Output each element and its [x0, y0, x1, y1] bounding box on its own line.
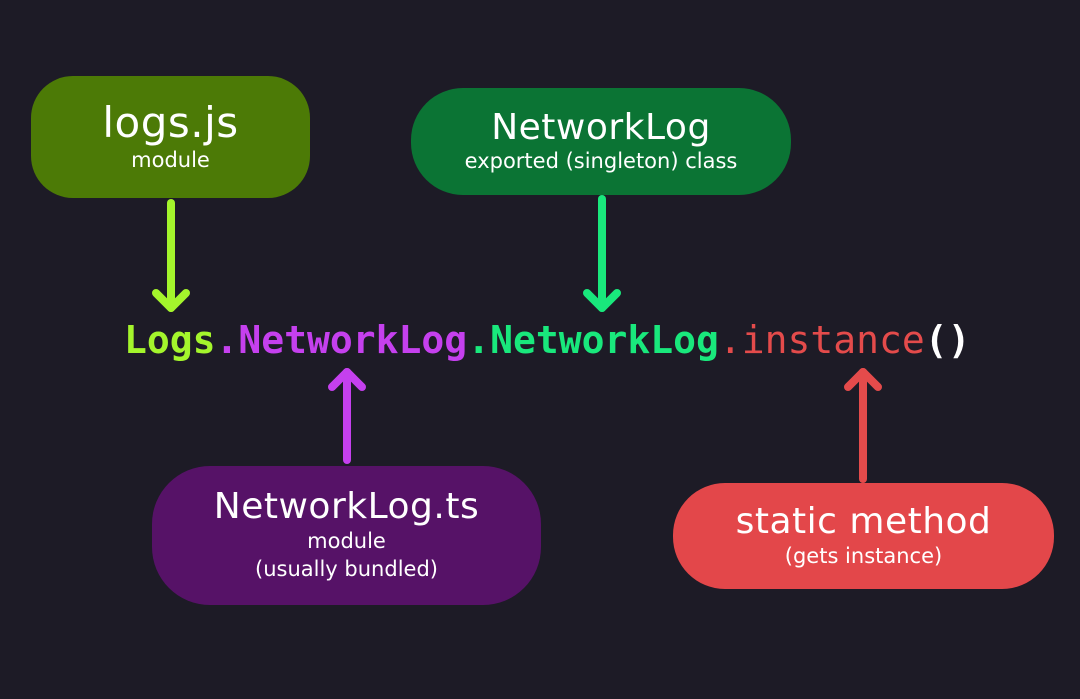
logs-module-subtitle: module	[131, 147, 210, 172]
code-logs: Logs	[124, 318, 216, 362]
code-dot-1: .	[215, 318, 239, 362]
code-networklog-class: NetworkLog	[490, 318, 719, 362]
networklog-ts-module-box: NetworkLog.ts module (usually bundled)	[152, 466, 541, 605]
networklog-ts-note: (usually bundled)	[255, 557, 438, 582]
code-networklog-module: NetworkLog	[238, 318, 468, 362]
networklog-ts-subtitle: module	[307, 528, 386, 553]
networklog-class-box: NetworkLog exported (singleton) class	[411, 88, 791, 195]
arrow-logs-down	[152, 199, 190, 312]
networklog-class-subtitle: exported (singleton) class	[464, 149, 738, 174]
code-expression: Logs.NetworkLog.NetworkLog.instance()	[124, 314, 1024, 366]
networklog-ts-title: NetworkLog.ts	[213, 486, 480, 528]
networklog-class-title: NetworkLog	[491, 106, 711, 148]
logs-module-box: logs.js module	[31, 76, 310, 198]
arrow-networklog-down	[583, 195, 621, 312]
code-dot-3: .	[718, 318, 742, 362]
logs-module-title: logs.js	[102, 97, 239, 147]
static-method-box: static method (gets instance)	[673, 483, 1054, 589]
static-method-title: static method	[735, 501, 992, 543]
arrow-networklog-ts-up	[328, 368, 366, 464]
static-method-subtitle: (gets instance)	[784, 543, 943, 568]
code-dot-2: .	[467, 318, 491, 362]
code-parens: ()	[924, 318, 971, 362]
arrow-static-up	[844, 368, 882, 483]
code-instance: instance	[741, 318, 925, 362]
